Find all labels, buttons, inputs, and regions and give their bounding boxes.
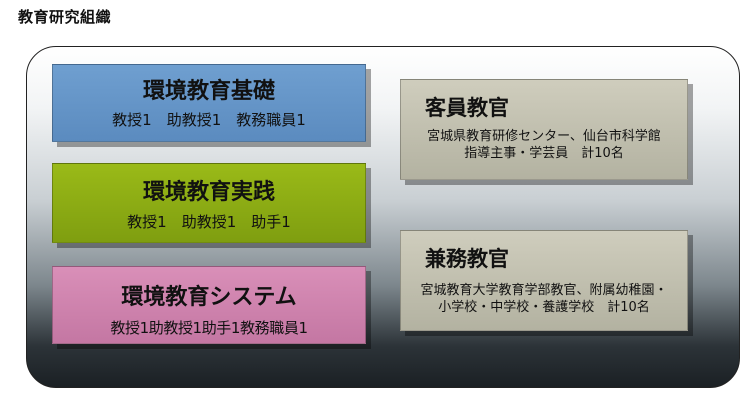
visiting-faculty-box: 客員教官 宮城県教育研修センター、仙台市科学館 指導主事・学芸員 計10名 (400, 79, 688, 180)
concurrent-faculty-title: 兼務教官 (425, 247, 509, 271)
concurrent-faculty-line-2: 小学校・中学校・養護学校 計10名 (438, 300, 650, 315)
division-environmental-education-practice: 環境教育実践 教授1 助教授1 助手1 (52, 163, 366, 243)
page-title: 教育研究組織 (18, 8, 112, 26)
division-members: 教授1 助教授1 助手1 (127, 213, 291, 231)
visiting-faculty-line-1: 宮城県教育研修センター、仙台市科学館 (427, 129, 661, 144)
concurrent-faculty-box: 兼務教官 宮城教育大学教育学部教官、附属幼稚園・ 小学校・中学校・養護学校 計1… (400, 230, 688, 331)
division-title: 環境教育システム (121, 285, 297, 310)
visiting-faculty-description: 宮城県教育研修センター、仙台市科学館 指導主事・学芸員 計10名 (401, 128, 687, 162)
visiting-faculty-title: 客員教官 (425, 96, 509, 120)
division-members: 教授1 助教授1 教務職員1 (112, 111, 306, 129)
division-environmental-education-system: 環境教育システム 教授1助教授1助手1教務職員1 (52, 266, 366, 344)
division-environmental-education-basics: 環境教育基礎 教授1 助教授1 教務職員1 (52, 64, 366, 142)
division-title: 環境教育実践 (142, 180, 275, 205)
division-members: 教授1助教授1助手1教務職員1 (110, 319, 308, 337)
concurrent-faculty-description: 宮城教育大学教育学部教官、附属幼稚園・ 小学校・中学校・養護学校 計10名 (401, 282, 687, 316)
visiting-faculty-line-2: 指導主事・学芸員 計10名 (464, 146, 624, 161)
concurrent-faculty-line-1: 宮城教育大学教育学部教官、附属幼稚園・ (420, 283, 668, 298)
division-title: 環境教育基礎 (142, 79, 275, 104)
